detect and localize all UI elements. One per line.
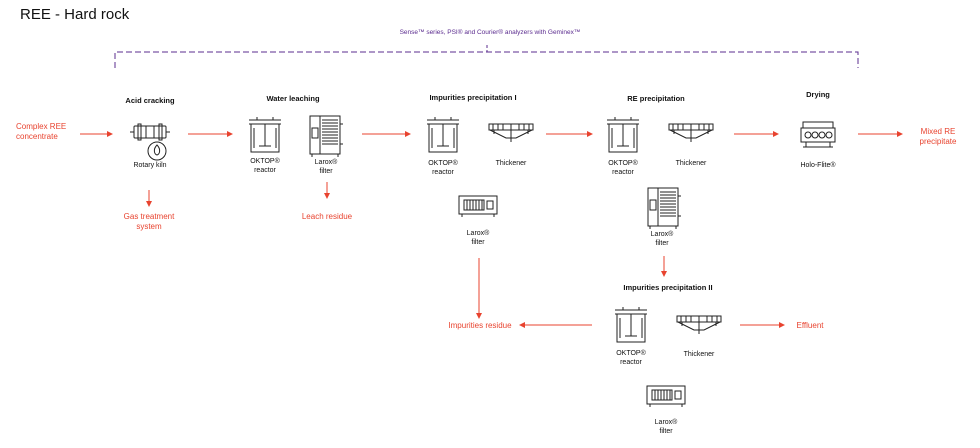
oktop-reactor-icon xyxy=(615,307,647,343)
equipment-oktop-ip2: OKTOP® reactor xyxy=(616,350,646,366)
thickener-icon xyxy=(488,123,534,142)
equipment-oktop-water-leaching: OKTOP® reactor xyxy=(250,158,280,174)
stage-impurities-precipitation-1: Impurities precipitation I xyxy=(429,93,517,102)
stage-drying: Drying xyxy=(806,90,830,99)
larox-filter-icon xyxy=(309,115,343,157)
equipment-larox-ip1: Larox® filter xyxy=(466,230,490,246)
stream-effluent: Effluent xyxy=(796,321,824,330)
equipment-oktop-re: OKTOP® reactor xyxy=(608,160,638,176)
stage-re-precipitation: RE precipitation xyxy=(627,94,685,103)
larox-filter-icon xyxy=(646,385,686,407)
stage-impurities-precipitation-2: Impurities precipitation II xyxy=(623,283,713,292)
stage-acid-cracking: Acid cracking xyxy=(125,96,175,105)
stream-feed: Complex REE concentrate xyxy=(16,122,67,141)
stage-water-leaching: Water leaching xyxy=(266,94,320,103)
stream-gas-treatment: Gas treatment system xyxy=(123,212,175,231)
larox-filter-icon xyxy=(647,187,681,229)
equipment-larox-water-leaching: Larox® filter xyxy=(314,159,338,175)
holo-flite-icon xyxy=(800,121,836,148)
oktop-reactor-icon xyxy=(249,117,281,153)
equipment-oktop-ip1: OKTOP® reactor xyxy=(428,160,458,176)
stream-product: Mixed RE precipitate xyxy=(919,127,957,146)
page-title: REE - Hard rock xyxy=(20,6,130,23)
thickener-icon xyxy=(668,123,714,142)
equipment-rotary-kiln: Rotary kiln xyxy=(133,162,167,169)
stream-impurities-residue: Impurities residue xyxy=(448,321,512,330)
larox-filter-icon xyxy=(458,195,498,217)
analyzer-bracket xyxy=(114,51,859,68)
equipment-thickener-re: Thickener xyxy=(675,160,707,167)
stream-leach-residue: Leach residue xyxy=(301,212,353,221)
analyzer-note: Sense™ series, PSI® and Courier® analyze… xyxy=(399,29,581,36)
rotary-kiln-icon xyxy=(130,123,170,161)
oktop-reactor-icon xyxy=(427,117,459,153)
oktop-reactor-icon xyxy=(607,117,639,153)
equipment-thickener-ip1: Thickener xyxy=(495,160,527,167)
thickener-icon xyxy=(676,315,722,334)
equipment-holo-flite: Holo-Flite® xyxy=(800,162,836,169)
equipment-larox-re: Larox® filter xyxy=(650,231,674,247)
equipment-larox-ip2: Larox® filter xyxy=(654,419,678,435)
equipment-thickener-ip2: Thickener xyxy=(683,351,715,358)
